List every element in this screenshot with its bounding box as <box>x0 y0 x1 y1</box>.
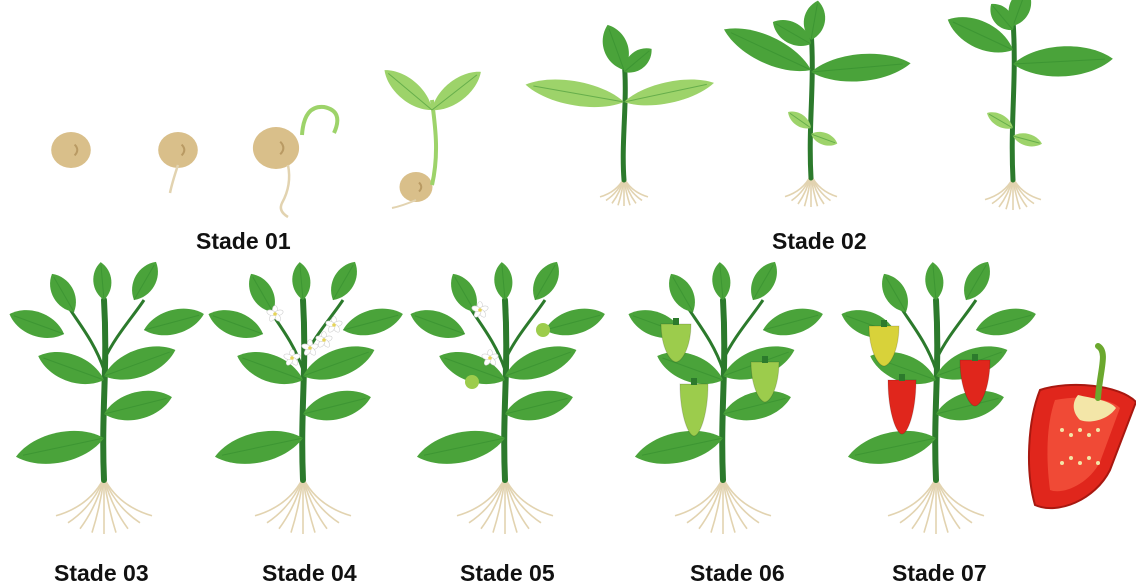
stage-05-plant <box>406 257 608 534</box>
stage-01-label: Stade 01 <box>196 228 291 255</box>
stage-01-seeds <box>51 62 487 217</box>
stage-04-label: Stade 04 <box>262 560 357 587</box>
stage-03-label: Stade 03 <box>54 560 149 587</box>
pepper-stem <box>899 374 905 381</box>
stage-07-label: Stade 07 <box>892 560 987 587</box>
stage-04-plant <box>204 257 406 534</box>
pepper <box>680 384 708 436</box>
seed <box>253 127 299 169</box>
root <box>675 478 723 516</box>
pepper-seed <box>1060 428 1064 432</box>
root <box>888 478 936 516</box>
pepper-seed <box>1096 461 1100 465</box>
pepper-stem <box>972 354 978 361</box>
root <box>505 478 553 516</box>
seed <box>158 132 198 168</box>
seed <box>51 132 91 168</box>
sliced-pepper <box>1029 346 1136 508</box>
stage-02-young-plants <box>523 0 1113 210</box>
root <box>723 478 771 516</box>
root <box>936 478 984 516</box>
stage-02-label: Stade 02 <box>772 228 867 255</box>
pepper <box>888 380 916 434</box>
seedling-stem <box>432 100 436 185</box>
pepper-seed <box>1078 461 1082 465</box>
root <box>255 478 303 516</box>
pepper-stem <box>691 378 697 385</box>
stage-03-plant <box>5 257 207 534</box>
seed <box>400 172 433 202</box>
hypocotyl-hook <box>302 107 337 135</box>
pepper-stem <box>881 320 887 327</box>
flower-center <box>308 346 312 350</box>
root <box>303 478 351 516</box>
stage-07-plant <box>837 257 1039 534</box>
stem <box>504 300 506 480</box>
stem <box>722 300 724 480</box>
pepper-seed <box>1069 456 1073 460</box>
stem <box>103 300 105 480</box>
root <box>56 478 104 516</box>
stem <box>810 30 812 178</box>
pepper-stem <box>762 356 768 363</box>
flower-center <box>478 308 482 312</box>
stem <box>935 300 937 480</box>
flower-center <box>290 356 294 360</box>
pepper-seed <box>1060 461 1064 465</box>
stage-06-plant <box>624 257 826 534</box>
pepper-seed <box>1069 433 1073 437</box>
flower-center <box>332 323 336 327</box>
pepper-seed <box>1087 456 1091 460</box>
radicle <box>170 165 178 193</box>
pepper-stem <box>673 318 679 325</box>
stem <box>1012 20 1014 180</box>
pepper-seed <box>1087 433 1091 437</box>
pepper-seed <box>1096 428 1100 432</box>
pepper-seed <box>1078 428 1082 432</box>
flower-center <box>488 356 492 360</box>
radicle <box>281 165 289 217</box>
stage-06-label: Stade 06 <box>690 560 785 587</box>
root <box>104 478 152 516</box>
fruit-bud <box>465 375 479 389</box>
stem <box>623 60 625 180</box>
stem <box>302 300 304 480</box>
flower-center <box>273 312 277 316</box>
stage-05-label: Stade 05 <box>460 560 555 587</box>
root <box>457 478 505 516</box>
flower-center <box>322 338 326 342</box>
fruit-bud <box>536 323 550 337</box>
root <box>392 200 416 208</box>
